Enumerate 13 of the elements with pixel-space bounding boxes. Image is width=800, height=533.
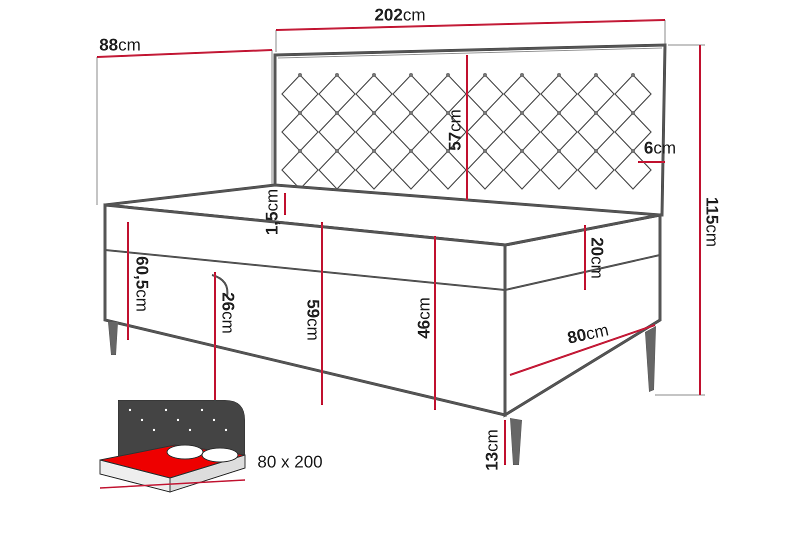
dimension-label: 60,5cm xyxy=(134,256,150,312)
dimension-label: 1,5cm xyxy=(264,188,280,236)
dimension-label: 115cm xyxy=(704,196,720,248)
dimension-label: 202cm xyxy=(374,6,426,24)
dimension-label: 80cm xyxy=(566,321,610,347)
dimension-label: 57cm xyxy=(446,109,464,151)
dimension-label: 80 x 200 xyxy=(257,454,323,470)
dimension-label: 59cm xyxy=(304,299,322,341)
dimension-label: 26cm xyxy=(220,292,236,334)
dimension-label: 13cm xyxy=(484,429,500,471)
dimension-label: 88cm xyxy=(99,36,141,54)
dimension-label: 20cm xyxy=(588,237,606,279)
dimension-label: 46cm xyxy=(416,297,432,339)
